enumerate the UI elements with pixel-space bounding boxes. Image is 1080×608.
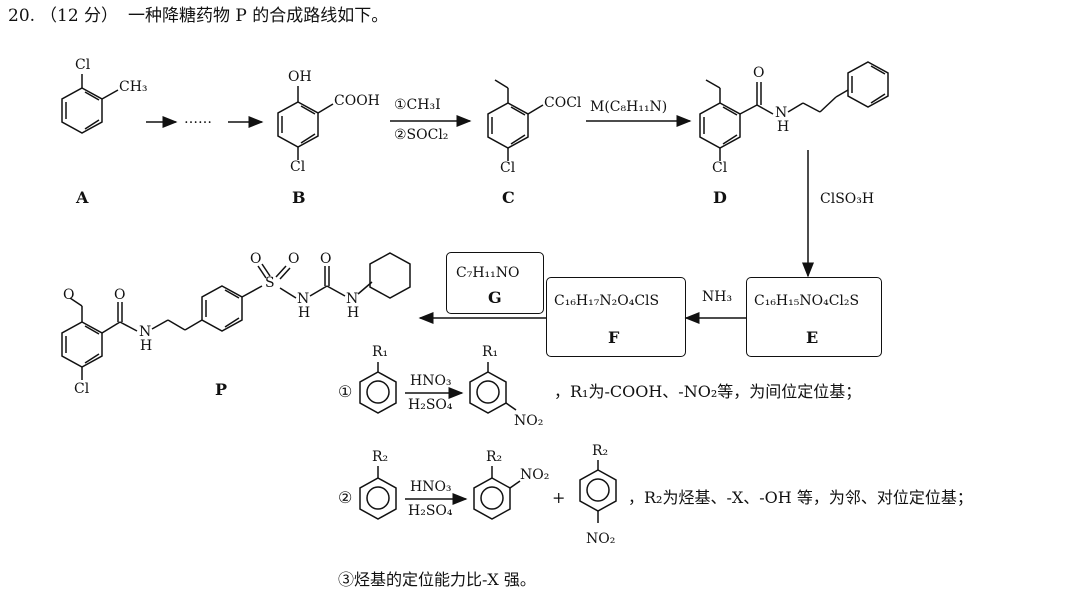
question-number: 20. bbox=[8, 6, 36, 26]
step-e-f: NH₃ bbox=[702, 289, 733, 305]
P-s: S bbox=[265, 275, 275, 291]
compound-F-box bbox=[546, 277, 686, 357]
P-urea-o: O bbox=[320, 251, 332, 267]
P-label: P bbox=[215, 380, 228, 399]
A-ch3: CH₃ bbox=[119, 79, 148, 95]
note2-r: R₂ bbox=[372, 449, 389, 465]
compound-G-box bbox=[446, 252, 544, 314]
D-o: O bbox=[753, 65, 765, 81]
step-a-b: …… bbox=[184, 111, 212, 127]
D-label: D bbox=[713, 188, 727, 207]
F-label: F bbox=[608, 328, 620, 347]
ring-B bbox=[277, 86, 334, 160]
note1-r: R₁ bbox=[372, 344, 389, 360]
step-c-d: M(C₈H₁₁N) bbox=[590, 99, 668, 115]
P-nh-n: N bbox=[139, 324, 152, 340]
note2-prod2-r: R₂ bbox=[592, 443, 609, 459]
ring-D-phenyl bbox=[835, 61, 889, 108]
note1-ring-reactant bbox=[359, 362, 397, 414]
step-b-c-2: ②SOCl₂ bbox=[394, 127, 449, 143]
C-cocl: COCl bbox=[544, 95, 582, 111]
note2-text: ，R₂为烃基、-X、-OH 等，为邻、对位定位基； bbox=[628, 488, 973, 507]
note1-mark: ① bbox=[338, 382, 353, 401]
note3-text: ③烃基的定位能力比-X 强。 bbox=[338, 570, 536, 589]
ring-P-cyclohexyl bbox=[369, 252, 411, 299]
E-formula: C₁₆H₁₅NO₄Cl₂S bbox=[754, 293, 860, 309]
step-b-c-1: ①CH₃I bbox=[394, 97, 441, 113]
B-oh: OH bbox=[288, 69, 312, 85]
ring-C bbox=[487, 79, 544, 161]
note2-ring-product2 bbox=[579, 460, 617, 523]
ring-P-left bbox=[61, 297, 203, 380]
reaction-arrows bbox=[146, 115, 814, 505]
D-n: N bbox=[775, 105, 788, 121]
D-h: H bbox=[777, 119, 790, 135]
note2-prod1-no2: NO₂ bbox=[520, 467, 550, 483]
B-cl: Cl bbox=[290, 159, 306, 175]
note1-ring-product bbox=[469, 362, 517, 414]
note2-ring-product1 bbox=[473, 466, 521, 520]
P-n2: N bbox=[297, 291, 310, 307]
C-label: C bbox=[502, 188, 515, 207]
compound-E-box bbox=[746, 277, 882, 357]
P-n3: N bbox=[346, 291, 359, 307]
P-nh-h: H bbox=[140, 338, 153, 354]
note1-prod-r: R₁ bbox=[482, 344, 499, 360]
P-so2-o2: O bbox=[288, 251, 300, 267]
ring-P-middle bbox=[201, 263, 373, 332]
step-d-e: ClSO₃H bbox=[820, 191, 875, 207]
P-o-amide: O bbox=[114, 287, 126, 303]
question-score: （12 分） bbox=[40, 6, 119, 26]
D-cl: Cl bbox=[712, 160, 728, 176]
G-label: G bbox=[488, 288, 502, 307]
question-text: 一种降糖药物 P 的合成路线如下。 bbox=[128, 6, 389, 26]
P-h3: H bbox=[347, 305, 360, 321]
C-cl: Cl bbox=[500, 160, 516, 176]
note2-mark: ② bbox=[338, 488, 353, 507]
ring-A bbox=[61, 74, 119, 134]
ring-D bbox=[699, 79, 837, 161]
A-cl: Cl bbox=[75, 57, 91, 73]
note2-reagent-bottom: H₂SO₄ bbox=[408, 503, 453, 519]
A-label: A bbox=[76, 188, 89, 207]
note2-prod2-no2: NO₂ bbox=[586, 531, 616, 547]
F-formula: C₁₆H₁₇N₂O₄ClS bbox=[554, 293, 660, 309]
note1-reagent-top: HNO₃ bbox=[410, 373, 452, 389]
G-formula: C₇H₁₁NO bbox=[456, 265, 520, 281]
note2-prod1-r: R₂ bbox=[486, 449, 503, 465]
P-so2-o1: O bbox=[250, 251, 262, 267]
P-h2: H bbox=[298, 305, 311, 321]
B-label: B bbox=[292, 188, 306, 207]
note1-text: ，R₁为-COOH、-NO₂等，为间位定位基； bbox=[554, 382, 862, 401]
note1-prod-no2: NO₂ bbox=[514, 413, 544, 429]
P-o-methoxy: O bbox=[63, 287, 75, 303]
note2-ring-reactant bbox=[359, 466, 397, 520]
note2-reagent-top: HNO₃ bbox=[410, 479, 452, 495]
E-label: E bbox=[806, 328, 819, 347]
P-cl: Cl bbox=[74, 381, 90, 397]
note2-plus: + bbox=[552, 488, 566, 507]
B-cooh: COOH bbox=[334, 93, 380, 109]
note1-reagent-bottom: H₂SO₄ bbox=[408, 397, 453, 413]
